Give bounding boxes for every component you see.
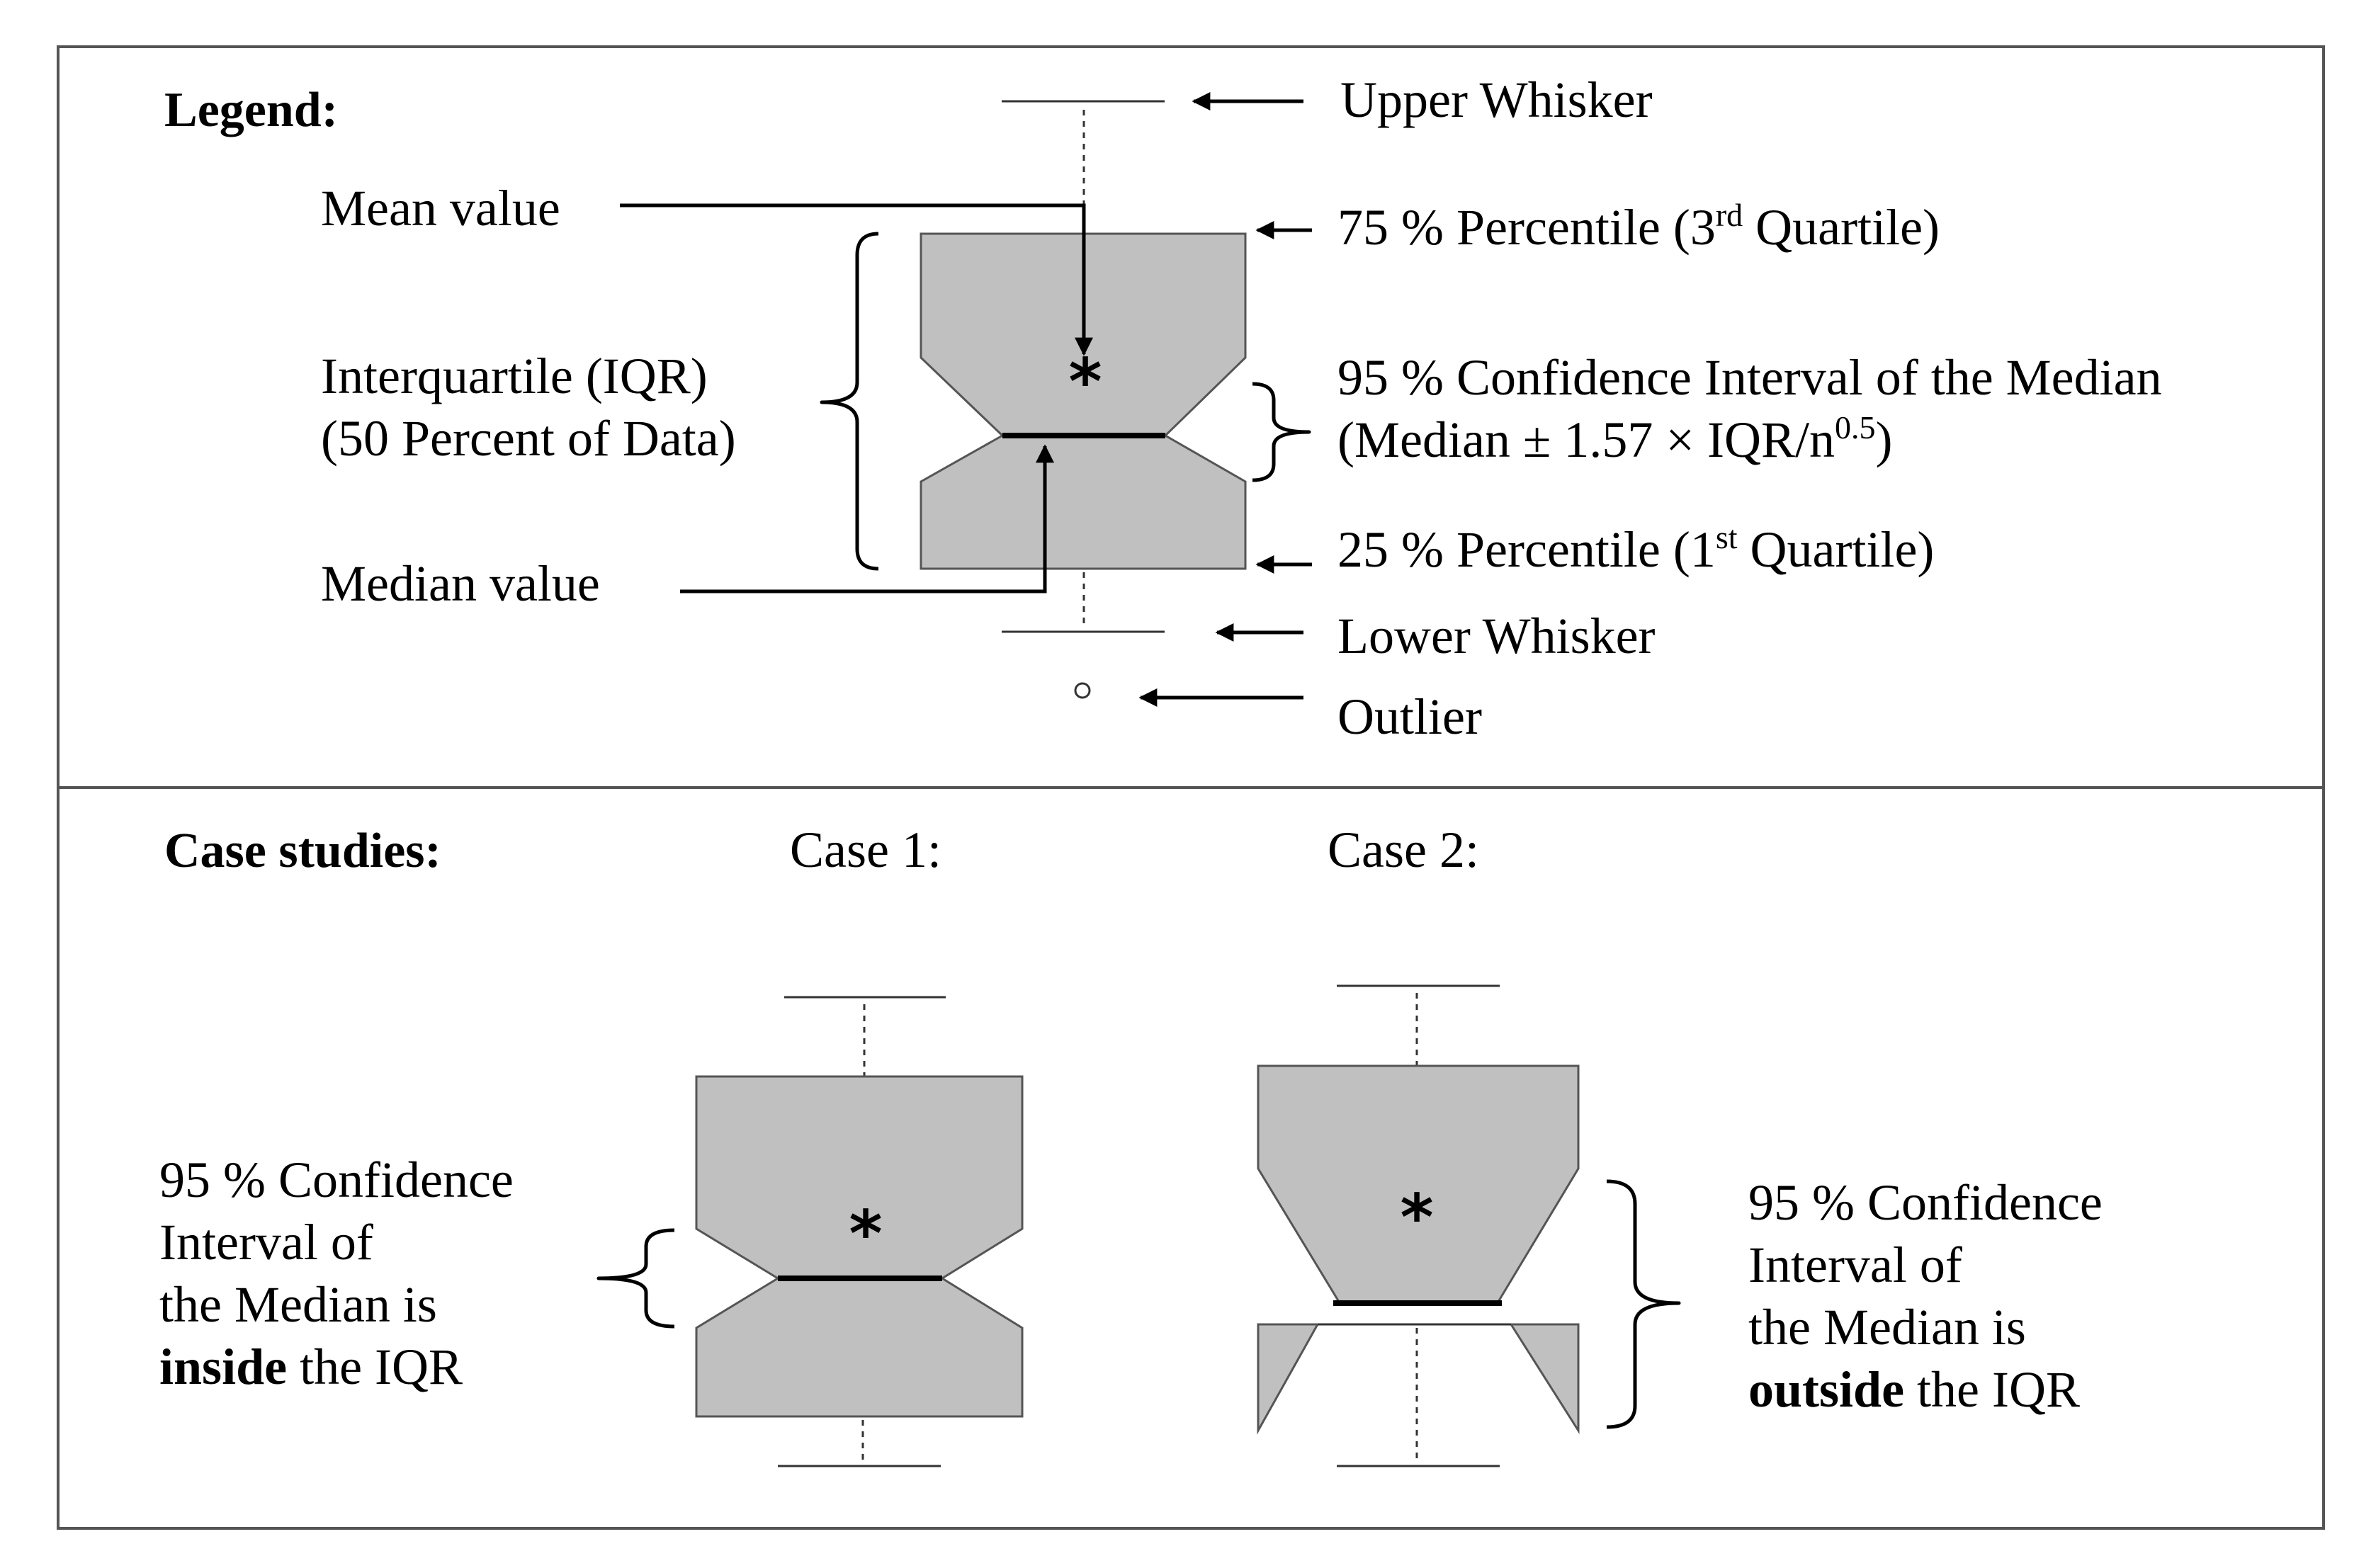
case1-mean-marker: * — [849, 1197, 882, 1271]
mean-marker: * — [1068, 345, 1102, 419]
case2-mean-marker: * — [1400, 1181, 1433, 1255]
outlier-label: Outlier — [1337, 688, 1482, 745]
upper-whisker-label: Upper Whisker — [1340, 72, 1653, 128]
cases-frame — [57, 786, 2325, 1530]
lower-whisker-label: Lower Whisker — [1337, 608, 1656, 664]
median-arrow — [680, 444, 1054, 593]
case2-text-line2: Interval of — [1748, 1237, 1962, 1293]
case1-text-line1: 95 % Confidence — [159, 1152, 514, 1208]
median-value-label: Median value — [321, 555, 600, 612]
case2-text-line3: the Median is — [1748, 1299, 2026, 1356]
case1-text-line4: inside the IQR — [159, 1339, 463, 1395]
case1-ci-brace — [596, 1228, 675, 1329]
ci-label-line2: (Median ± 1.57 × IQR/n0.5) — [1337, 409, 1893, 468]
legend-boxplot: * — [920, 100, 1247, 699]
case2-text-line1: 95 % Confidence — [1748, 1174, 2103, 1231]
iqr-brace — [820, 232, 879, 571]
case2-box-lower-left — [1257, 1323, 1320, 1435]
case2-title: Case 2: — [1328, 822, 1479, 878]
legend-heading: Legend: — [164, 83, 338, 137]
case2-text-line4: outside the IQR — [1748, 1361, 2080, 1418]
q1-label: 25 % Percentile (1st Quartile) — [1337, 519, 1934, 578]
mean-arrow — [620, 203, 1093, 356]
case1-text-line3: the Median is — [159, 1276, 437, 1333]
ci-brace — [1252, 382, 1311, 482]
case2-ci-brace — [1606, 1179, 1681, 1429]
ci-label-line1: 95 % Confidence Interval of the Median — [1337, 349, 2162, 406]
mean-value-label: Mean value — [321, 180, 560, 237]
case1-boxplot: * — [695, 996, 1024, 1467]
case1-title: Case 1: — [790, 822, 941, 878]
notched-box — [920, 232, 1247, 570]
cases-heading: Case studies: — [164, 824, 441, 878]
q3-label: 75 % Percentile (3rd Quartile) — [1337, 197, 1940, 256]
outlier-marker — [1074, 682, 1091, 699]
iqr-label-line2: (50 Percent of Data) — [321, 410, 736, 467]
case2-box-lower-right — [1509, 1323, 1580, 1435]
case1-text-line2: Interval of — [159, 1214, 373, 1271]
case2-boxplot: * — [1257, 984, 1580, 1467]
iqr-label-line1: Interquartile (IQR) — [321, 348, 708, 404]
case1-notched-box — [695, 1075, 1024, 1418]
